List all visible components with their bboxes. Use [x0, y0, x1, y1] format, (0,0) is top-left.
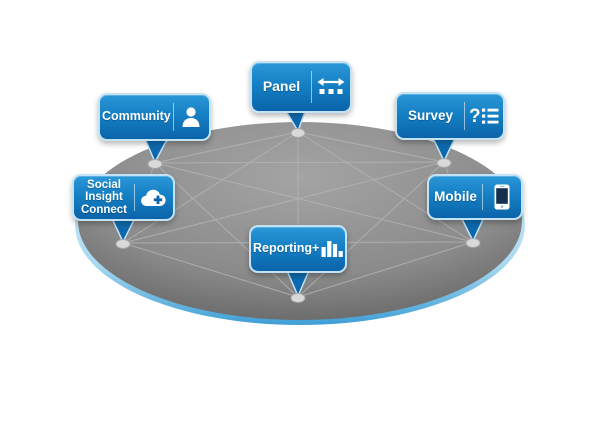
person-icon [174, 105, 209, 129]
callout-panel-label: Panel [262, 78, 301, 95]
divider [172, 103, 174, 131]
survey-node [436, 158, 452, 168]
connection-nodes [115, 128, 481, 303]
reporting-node [290, 293, 306, 303]
callout-reporting: Reporting+ [249, 225, 347, 273]
callout-reporting-label: Reporting+ [253, 241, 320, 256]
divider [311, 71, 312, 103]
callout-social-insight-connect-label: Social Insight Connect [81, 178, 127, 216]
callout-panel: Panel [250, 61, 352, 113]
svg-text:?: ? [469, 106, 481, 127]
bar-chart-icon [321, 239, 345, 259]
callout-survey-label: Survey [407, 107, 454, 123]
question-list-icon: ? [465, 105, 503, 127]
range-slider-icon [312, 76, 350, 98]
callout-community-label: Community [102, 109, 171, 124]
callout-survey: Survey ? [395, 92, 505, 140]
mobile-node [465, 238, 481, 248]
divider [464, 102, 465, 130]
callout-mobile: Mobile [427, 174, 523, 220]
divider [134, 184, 135, 211]
community-node [147, 159, 163, 169]
smartphone-icon [483, 184, 521, 210]
callout-social-insight-connect: Social Insight Connect [72, 174, 175, 221]
callout-community: Community [98, 93, 211, 141]
cloud-plus-icon [135, 187, 173, 209]
divider [482, 184, 483, 210]
sic-node [115, 239, 131, 249]
callout-tails [109, 105, 487, 297]
callout-mobile-label: Mobile [434, 188, 477, 204]
panel-node [290, 128, 306, 138]
